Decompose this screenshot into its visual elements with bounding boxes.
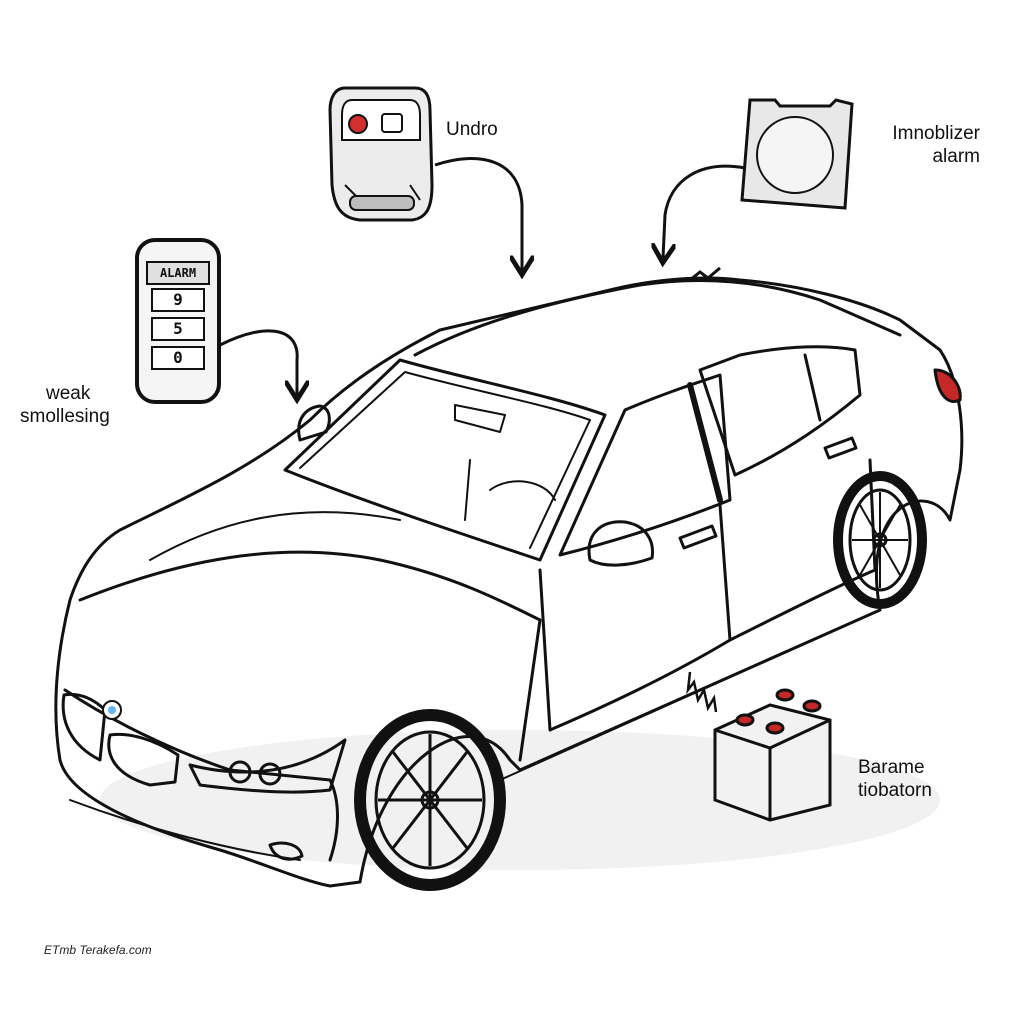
headlight-lens-1 — [228, 760, 252, 784]
brand-badge — [102, 700, 122, 720]
rear-door — [728, 458, 877, 642]
windshield — [283, 358, 607, 562]
kidney-grille-right — [107, 732, 180, 787]
label-weak-signal: weak smollesing — [20, 382, 110, 428]
roof-antenna — [689, 266, 721, 282]
headlight-lens-2 — [258, 762, 282, 786]
fog-light — [268, 841, 304, 861]
label-immobilizer-line2: alarm — [932, 146, 980, 167]
front-side-window — [558, 373, 732, 557]
front-door-handle — [678, 524, 718, 550]
side-mirror — [587, 520, 655, 567]
battery-terminal-2 — [765, 721, 785, 735]
arrow-fob-to-car — [219, 329, 297, 395]
battery-terminal-4 — [802, 699, 822, 713]
fob-button-0: 0 — [173, 348, 183, 367]
label-battery-line2: tiobatorn — [858, 780, 932, 801]
arrow-immobilizer-to-car — [663, 164, 746, 258]
battery-terminal-3 — [775, 688, 795, 702]
remote-grille — [349, 195, 415, 211]
hood — [78, 550, 542, 762]
remote-square-button — [381, 113, 403, 133]
arrow-remote-to-car — [434, 157, 522, 270]
label-immobilizer-line1: Imnoblizer — [892, 123, 980, 144]
fob-button-5: 5 — [173, 319, 183, 338]
remote-device — [328, 86, 434, 222]
kidney-grille-left — [61, 692, 107, 762]
car-body-outline — [54, 276, 964, 888]
key-fob — [135, 238, 221, 404]
label-remote: Undro — [446, 119, 498, 140]
headlight — [188, 738, 347, 794]
footer-credit: ETmb Terakefa.com — [44, 943, 152, 957]
rear-side-window — [698, 345, 862, 477]
label-immobilizer: Imnoblizer alarm — [850, 122, 980, 168]
remote-red-button — [348, 114, 368, 134]
tail-light — [933, 368, 962, 403]
fob-button-9: 9 — [173, 290, 183, 309]
battery-wire — [686, 671, 718, 713]
rear-wheel — [833, 471, 927, 609]
car-roof — [413, 278, 902, 357]
front-door — [538, 503, 732, 732]
label-battery-line1: Barame — [858, 757, 925, 778]
label-weak-line1: weak — [46, 383, 91, 404]
rear-door-handle — [823, 436, 858, 460]
immobilizer-module — [740, 98, 854, 210]
label-weak-line2: smollesing — [20, 406, 110, 427]
front-wheel — [354, 709, 506, 891]
left-mirror — [297, 404, 331, 442]
label-battery: Barame tiobatorn — [858, 756, 968, 802]
battery — [713, 688, 832, 822]
fob-screen-text: ALARM — [159, 266, 197, 280]
battery-terminal-1 — [735, 713, 755, 727]
